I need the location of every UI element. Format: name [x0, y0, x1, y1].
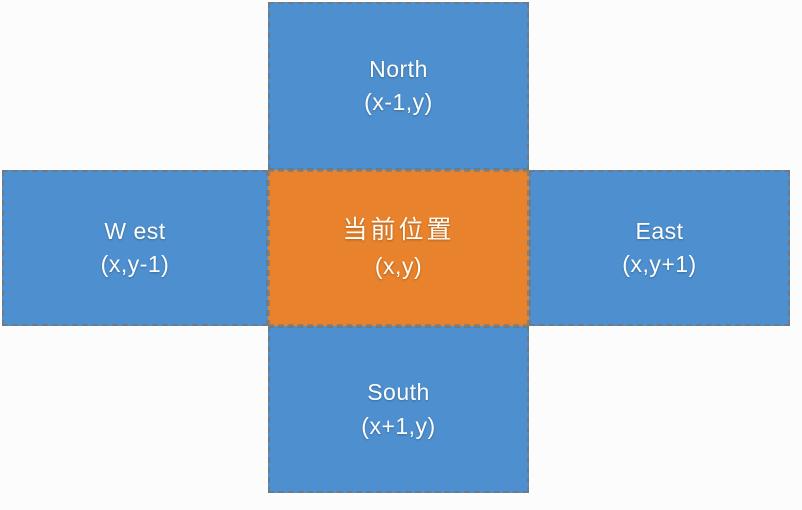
- cell-east-label: East: [635, 217, 684, 244]
- cell-north-label: North: [369, 55, 428, 82]
- cell-east-coord: (x,y+1): [622, 251, 697, 277]
- cell-south-coord: (x+1,y): [361, 412, 436, 439]
- cell-north-coord: (x-1,y): [364, 89, 433, 115]
- cell-west[interactable]: W est (x,y-1): [2, 170, 268, 326]
- cell-west-coord: (x,y-1): [100, 251, 170, 277]
- cell-north[interactable]: North (x-1,y): [268, 2, 529, 170]
- cell-current-position[interactable]: 当前位置 (x,y): [268, 170, 529, 326]
- cell-east[interactable]: East (x,y+1): [529, 170, 790, 326]
- cell-south[interactable]: South (x+1,y): [268, 326, 529, 493]
- cell-current-label: 当前位置: [342, 216, 455, 245]
- cell-current-coord: (x,y): [374, 253, 423, 280]
- cell-south-label: South: [367, 379, 430, 406]
- cell-west-label: W est: [104, 217, 166, 244]
